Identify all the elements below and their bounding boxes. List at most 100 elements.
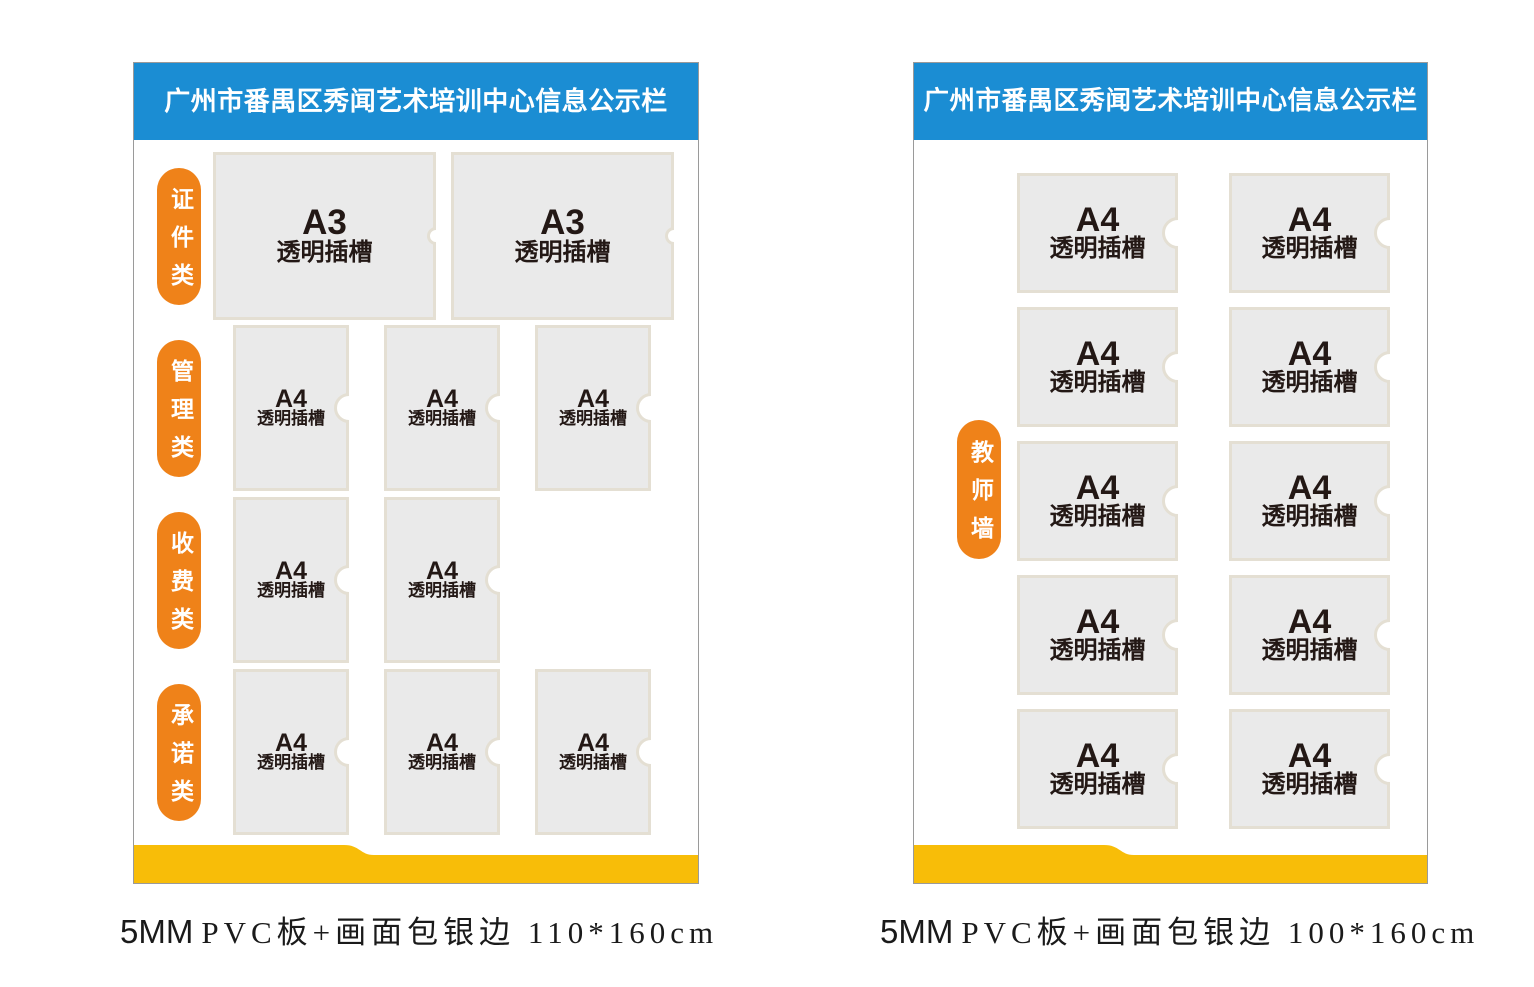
a4-slot: A4 透明插槽 — [233, 325, 349, 491]
slot-window — [1020, 712, 1175, 826]
slot-type-label: 透明插槽 — [1049, 636, 1146, 665]
slot-text: A4 透明插槽 — [233, 325, 349, 491]
slot-size-label: A4 — [1287, 468, 1332, 507]
category-label: 管理类 — [166, 359, 193, 473]
slot-window — [1232, 176, 1387, 290]
slot-text: A4 透明插槽 — [233, 497, 349, 663]
slot-text: A4 透明插槽 — [535, 325, 651, 491]
board-title: 广州市番禺区秀闻艺术培训中心信息公示栏 — [164, 86, 668, 117]
slot-type-label: 透明插槽 — [559, 408, 627, 429]
a4-slot: A4 透明插槽 — [1229, 173, 1390, 293]
left-notice-board: 广州市番禺区秀闻艺术培训中心信息公示栏 证件类 管理类 收费类 承诺类 A3 透… — [133, 62, 699, 884]
board-header: 广州市番禺区秀闻艺术培训中心信息公示栏 — [914, 63, 1427, 140]
slot-type-label: 透明插槽 — [1049, 234, 1146, 263]
board-header: 广州市番禺区秀闻艺术培训中心信息公示栏 — [134, 63, 698, 140]
slot-size-label: A4 — [275, 384, 307, 413]
category-label: 收费类 — [166, 531, 193, 645]
slot-size-label: A3 — [302, 203, 347, 243]
category-label: 证件类 — [166, 187, 193, 301]
slot-type-label: 透明插槽 — [276, 237, 373, 266]
category-pill-certificates: 证件类 — [157, 168, 201, 305]
slot-size-label: A4 — [1287, 602, 1332, 641]
slot-type-label: 透明插槽 — [559, 752, 627, 773]
a4-slot: A4 透明插槽 — [1229, 709, 1390, 829]
slot-text: A4 透明插槽 — [1229, 307, 1390, 427]
slot-window — [387, 500, 497, 660]
slot-size-label: A4 — [426, 728, 458, 757]
a4-slot: A4 透明插槽 — [535, 669, 651, 835]
finger-notch — [334, 737, 349, 767]
slot-type-label: 透明插槽 — [1261, 636, 1358, 665]
finger-notch — [427, 227, 436, 245]
slot-size-label: A4 — [1075, 200, 1120, 239]
slot-window — [387, 672, 497, 832]
slot-window — [216, 155, 433, 317]
slot-type-label: 透明插槽 — [257, 580, 325, 601]
slot-text: A4 透明插槽 — [1229, 441, 1390, 561]
slot-type-label: 透明插槽 — [1261, 368, 1358, 397]
slot-text: A4 透明插槽 — [1229, 575, 1390, 695]
slot-window — [387, 328, 497, 488]
category-pill-commitments: 承诺类 — [157, 684, 201, 821]
finger-notch — [636, 737, 651, 767]
caption-spec: PVC板+画面包银边 110*160cm — [201, 915, 719, 950]
a4-slot: A4 透明插槽 — [1229, 307, 1390, 427]
slot-size-label: A4 — [577, 728, 609, 757]
slot-window — [1232, 444, 1387, 558]
a4-slot: A4 透明插槽 — [1229, 441, 1390, 561]
caption-thickness: 5MM — [120, 913, 194, 950]
yellow-base-band — [914, 845, 1427, 883]
slot-text: A4 透明插槽 — [535, 669, 651, 835]
finger-notch — [665, 227, 674, 245]
slot-size-label: A4 — [577, 384, 609, 413]
slot-text: A4 透明插槽 — [1229, 173, 1390, 293]
caption-spec: PVC板+画面包银边 100*160cm — [961, 915, 1480, 950]
slot-size-label: A4 — [1287, 736, 1332, 775]
slot-size-label: A4 — [1287, 200, 1332, 239]
slot-size-label: A4 — [426, 384, 458, 413]
slot-window — [1020, 444, 1175, 558]
yellow-base-band — [134, 845, 698, 883]
slot-size-label: A4 — [1075, 602, 1120, 641]
slot-text: A4 透明插槽 — [1017, 307, 1178, 427]
slot-size-label: A4 — [275, 556, 307, 585]
category-label: 承诺类 — [166, 703, 193, 817]
finger-notch — [485, 393, 500, 423]
slot-window — [1232, 712, 1387, 826]
a4-slot: A4 透明插槽 — [1017, 575, 1178, 695]
slot-type-label: 透明插槽 — [408, 580, 476, 601]
slot-text: A4 透明插槽 — [1017, 173, 1178, 293]
finger-notch — [334, 393, 349, 423]
finger-notch — [485, 565, 500, 595]
slot-window — [1232, 578, 1387, 692]
caption-thickness: 5MM — [880, 913, 954, 950]
slot-window — [1020, 176, 1175, 290]
category-label: 教师墙 — [966, 440, 993, 554]
slot-type-label: 透明插槽 — [1261, 770, 1358, 799]
category-pill-fees: 收费类 — [157, 512, 201, 649]
slot-type-label: 透明插槽 — [408, 752, 476, 773]
a4-slot: A4 透明插槽 — [384, 669, 500, 835]
slot-text: A4 透明插槽 — [1017, 441, 1178, 561]
slot-type-label: 透明插槽 — [514, 237, 611, 266]
slot-text: A4 透明插槽 — [1017, 575, 1178, 695]
a4-slot: A4 透明插槽 — [1017, 441, 1178, 561]
category-pill-teachers: 教师墙 — [957, 420, 1001, 559]
slot-size-label: A4 — [426, 556, 458, 585]
slot-type-label: 透明插槽 — [408, 408, 476, 429]
slot-window — [236, 672, 346, 832]
slot-window — [1232, 310, 1387, 424]
slot-text: A4 透明插槽 — [384, 325, 500, 491]
a4-slot: A4 透明插槽 — [384, 497, 500, 663]
a4-slot: A4 透明插槽 — [535, 325, 651, 491]
a4-slot: A4 透明插槽 — [1229, 575, 1390, 695]
slot-size-label: A4 — [1075, 468, 1120, 507]
slot-text: A4 透明插槽 — [1229, 709, 1390, 829]
slot-type-label: 透明插槽 — [1261, 234, 1358, 263]
slot-window — [538, 328, 648, 488]
slot-size-label: A3 — [540, 203, 585, 243]
slot-window — [538, 672, 648, 832]
slot-window — [454, 155, 671, 317]
